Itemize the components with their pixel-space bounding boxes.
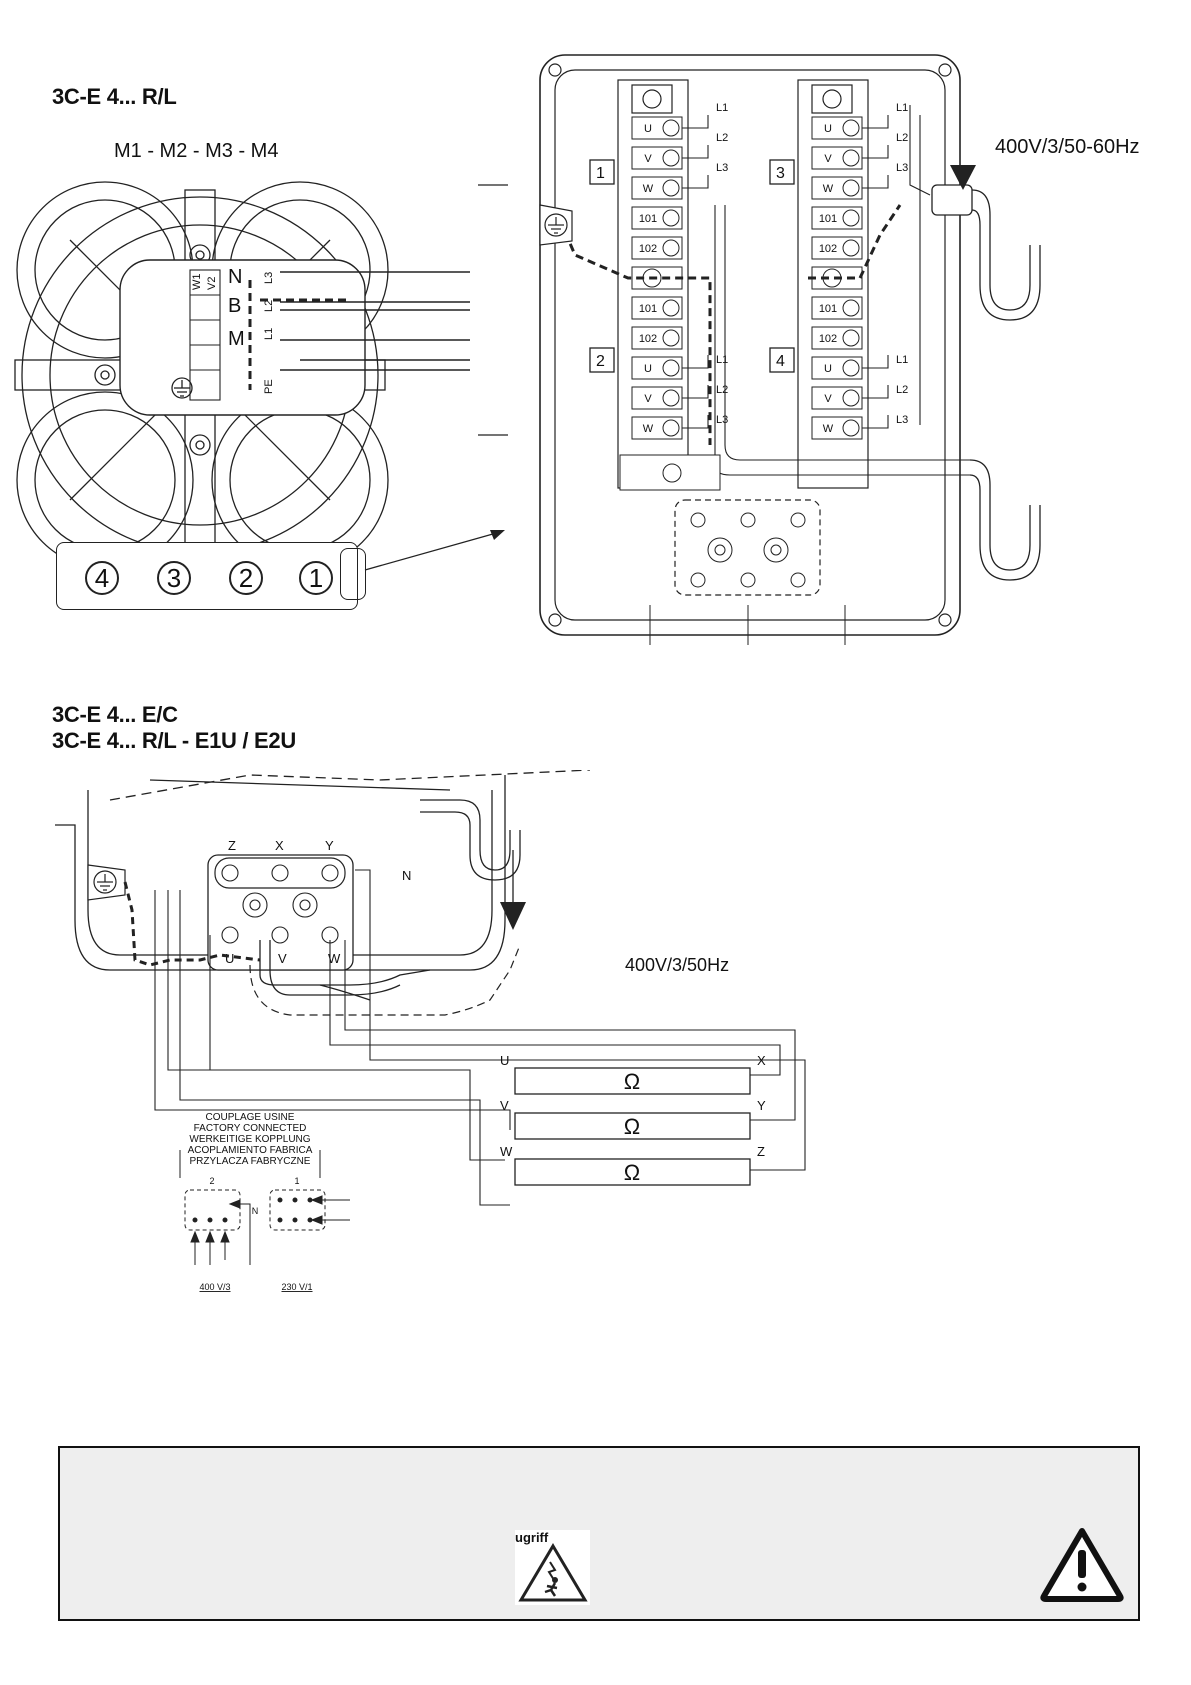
heater-supply-arrow-icon: [500, 902, 526, 930]
right-terminal-101: 101: [819, 213, 837, 225]
factory-note-line3: WERKEITIGE KOPPLUNG: [189, 1134, 310, 1145]
left-line-l2: L2: [716, 132, 728, 144]
heater-2-left: V: [500, 1098, 509, 1113]
right-terminal-v: V: [824, 153, 832, 165]
left-line-l3b: L3: [716, 414, 728, 426]
left-terminal-102: 102: [639, 243, 657, 255]
left-line-l1: L1: [716, 102, 728, 114]
switch-position-3[interactable]: 3: [157, 561, 191, 595]
right-line-l2b: L2: [896, 384, 908, 396]
exclamation-triangle-icon: [1040, 1528, 1124, 1602]
motor-label-b: B: [228, 295, 241, 317]
terminal-group-3: 3: [776, 165, 785, 182]
motor-terminal-l1: L1: [263, 328, 275, 340]
left-terminal-102b: 102: [639, 333, 657, 345]
heater-3-left: W: [500, 1144, 513, 1159]
selector-switch-strip: 4 3 2 1: [56, 542, 358, 610]
electric-shock-warning-icon: ugriff: [515, 1530, 590, 1605]
terminal-z: Z: [228, 838, 236, 853]
right-line-l2: L2: [896, 132, 908, 144]
right-line-l3b: L3: [896, 414, 908, 426]
motor-models-label: M1 - M2 - M3 - M4: [114, 140, 279, 162]
terminal-u: U: [225, 951, 234, 966]
heater-1-right: X: [757, 1053, 766, 1068]
right-terminal-101b: 101: [819, 303, 837, 315]
right-terminal-u: U: [824, 123, 832, 135]
motor-label-n: N: [228, 266, 242, 288]
terminal-neutral: N: [402, 868, 411, 883]
left-terminal-w2: W: [643, 423, 654, 435]
left-line-l2b: L2: [716, 384, 728, 396]
right-line-l1b: L1: [896, 354, 908, 366]
warning-panel: ugriff: [58, 1446, 1140, 1621]
heater-1-omega: Ω: [624, 1069, 640, 1094]
heater-2-omega: Ω: [624, 1114, 640, 1139]
left-terminal-w: W: [643, 183, 654, 195]
section1-title: 3C-E 4... R/L: [52, 84, 177, 109]
heater-3-right: Z: [757, 1144, 765, 1159]
right-terminal-102b: 102: [819, 333, 837, 345]
right-terminal-w: W: [823, 183, 834, 195]
terminal-x: X: [275, 838, 284, 853]
right-terminal-102: 102: [819, 243, 837, 255]
config-number-1: 1: [294, 1176, 299, 1186]
supply-arrow-icon: [950, 165, 976, 190]
heater-wiring-diagram: Z X Y U V W N Ω Ω Ω: [55, 770, 806, 1292]
terminal-w: W: [328, 951, 341, 966]
terminal-y: Y: [325, 838, 334, 853]
switch-end-cap: [340, 548, 366, 600]
right-terminal-w2: W: [823, 423, 834, 435]
left-terminal-u: U: [644, 123, 652, 135]
svg-text:V2: V2: [206, 277, 218, 290]
right-terminal-v2: V: [824, 393, 832, 405]
config-number-2: 2: [209, 1176, 214, 1186]
switch-position-4[interactable]: 4: [85, 561, 119, 595]
left-terminal-v2: V: [644, 393, 652, 405]
left-line-l3: L3: [716, 162, 728, 174]
factory-note-line4: ACOPLAMIENTO FABRICA: [188, 1145, 313, 1156]
motor-terminal-pe: PE: [263, 379, 275, 394]
heater-2-right: Y: [757, 1098, 766, 1113]
heater-ground-icon: [87, 864, 126, 901]
left-terminal-u2: U: [644, 363, 652, 375]
supply-voltage-label: 400V/3/50-60Hz: [995, 136, 1140, 158]
left-line-l1b: L1: [716, 354, 728, 366]
factory-note-line2: FACTORY CONNECTED: [194, 1123, 307, 1134]
svg-text:W1: W1: [191, 274, 203, 291]
heater-3-omega: Ω: [624, 1160, 640, 1185]
factory-note-line1: COUPLAGE USINE: [206, 1112, 295, 1123]
switch-pointer-arrow: [364, 530, 505, 571]
right-line-l3: L3: [896, 162, 908, 174]
motor-terminal-l2: L2: [263, 300, 275, 312]
switch-position-1[interactable]: 1: [299, 561, 333, 595]
shock-icon-caption: ugriff: [515, 1530, 549, 1545]
config-label-400v: 400 V/3: [199, 1282, 230, 1292]
left-terminal-101: 101: [639, 213, 657, 225]
box-ground-icon: [539, 204, 573, 246]
config-neutral: N: [252, 1206, 259, 1216]
motor-terminal-l3: L3: [263, 272, 275, 284]
section2-supply-label: 400V/3/50Hz: [625, 955, 730, 975]
left-terminal-v: V: [644, 153, 652, 165]
control-box-wiring-diagram: 1 2 3 4 U V W 101 102 101 102 U V W: [539, 54, 1041, 645]
motor-label-m: M: [228, 328, 245, 350]
right-terminal-u2: U: [824, 363, 832, 375]
terminal-v: V: [278, 951, 287, 966]
left-terminal-101b: 101: [639, 303, 657, 315]
motor-ground-icon: [171, 377, 193, 399]
terminal-group-1: 1: [596, 165, 605, 182]
config-label-230v: 230 V/1: [281, 1282, 312, 1292]
right-line-l1: L1: [896, 102, 908, 114]
section2-title-line1: 3C-E 4... E/C: [52, 702, 178, 727]
section2-title-line2: 3C-E 4... R/L - E1U / E2U: [52, 728, 296, 753]
heater-1-left: U: [500, 1053, 509, 1068]
switch-position-2[interactable]: 2: [229, 561, 263, 595]
terminal-group-4: 4: [776, 353, 785, 370]
factory-note-line5: PRZYLACZA FABRYCZNE: [190, 1156, 311, 1167]
terminal-group-2: 2: [596, 353, 605, 370]
